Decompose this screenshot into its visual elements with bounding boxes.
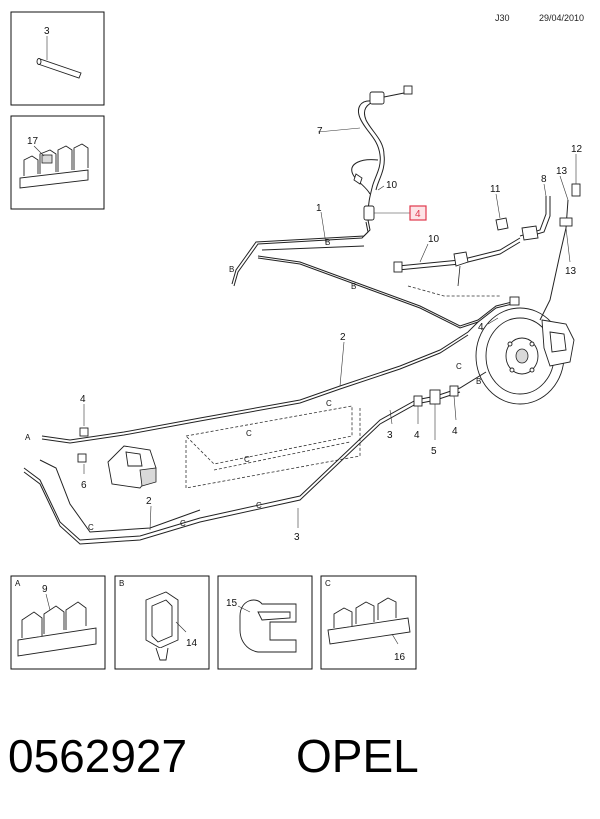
callout-4-abs: 4: [80, 394, 86, 405]
panel-b-letter: B: [119, 579, 124, 588]
inset-part-3[interactable]: 3: [10, 11, 105, 106]
part-number: 0562927: [8, 730, 187, 782]
callout-5: 5: [431, 446, 437, 457]
callout-1: 1: [316, 203, 322, 214]
callout-12: 12: [571, 144, 583, 155]
callout-13-bottom: 13: [565, 266, 577, 277]
callout-10-top: 10: [386, 180, 398, 191]
upper-hose-assembly: 7 10 4: [317, 85, 427, 221]
letter-c-f: C: [180, 519, 186, 528]
callout-4-caliper: 4: [478, 322, 484, 333]
inset-part-17[interactable]: 17: [10, 115, 105, 210]
letter-c-b: C: [326, 399, 332, 408]
letter-c-e: C: [88, 523, 94, 532]
callout-4-line-b: 4: [452, 426, 458, 437]
rear-hose-assembly: 10: [393, 234, 521, 297]
diagram-code: J30: [495, 13, 510, 23]
letter-c-c: C: [244, 455, 250, 464]
callout-8: 8: [541, 174, 547, 185]
callout-17: 17: [27, 136, 39, 147]
callout-14: 14: [186, 638, 198, 649]
callout-7: 7: [317, 126, 323, 137]
brake-disc: 4: [475, 307, 575, 405]
callout-3-lower: 3: [294, 532, 300, 543]
callout-9: 9: [42, 584, 48, 595]
inset-panel-c[interactable]: C 16: [320, 575, 417, 670]
callout-2-lower: 2: [146, 496, 152, 507]
letter-c-g: C: [456, 362, 462, 371]
brake-lines-2-3: 2 C C C C C C B C 2 3 3: [23, 321, 487, 545]
callout-3-inset: 3: [44, 26, 50, 37]
letter-c-a: C: [246, 429, 252, 438]
letter-a-main: A: [25, 433, 31, 442]
callout-4-highlighted: 4: [415, 209, 421, 220]
brand-name: OPEL: [296, 730, 419, 782]
panel-a-letter: A: [15, 579, 21, 588]
letter-b-upper: B: [325, 238, 330, 247]
callout-4-highlight[interactable]: [409, 205, 427, 221]
letter-b-mid: B: [351, 282, 356, 291]
inset-panel-15[interactable]: 15: [217, 575, 313, 670]
callout-2-upper: 2: [340, 332, 346, 343]
callout-4-line-a: 4: [414, 430, 420, 441]
callout-13-top: 13: [556, 166, 568, 177]
line-connectors: 4 5 4: [413, 385, 459, 457]
letter-b-disc: B: [476, 377, 481, 386]
callout-6: 6: [81, 480, 87, 491]
inset-panel-a[interactable]: A 9: [10, 575, 106, 670]
callout-16: 16: [394, 652, 406, 663]
callout-11: 11: [490, 184, 501, 195]
right-hose-assembly: 8 11 12 13 13: [490, 144, 583, 321]
callout-10-lower: 10: [428, 234, 440, 245]
inset-panel-b[interactable]: B 14: [114, 575, 210, 670]
callout-15: 15: [226, 598, 238, 609]
letter-b-left: B: [229, 265, 234, 274]
abs-module: 4 6 A: [25, 394, 157, 491]
diagram-date: 29/04/2010: [539, 13, 584, 23]
callout-3-right: 3: [387, 430, 393, 441]
panel-c-letter: C: [325, 579, 331, 588]
brake-line-1: 1 B B B: [229, 203, 520, 329]
